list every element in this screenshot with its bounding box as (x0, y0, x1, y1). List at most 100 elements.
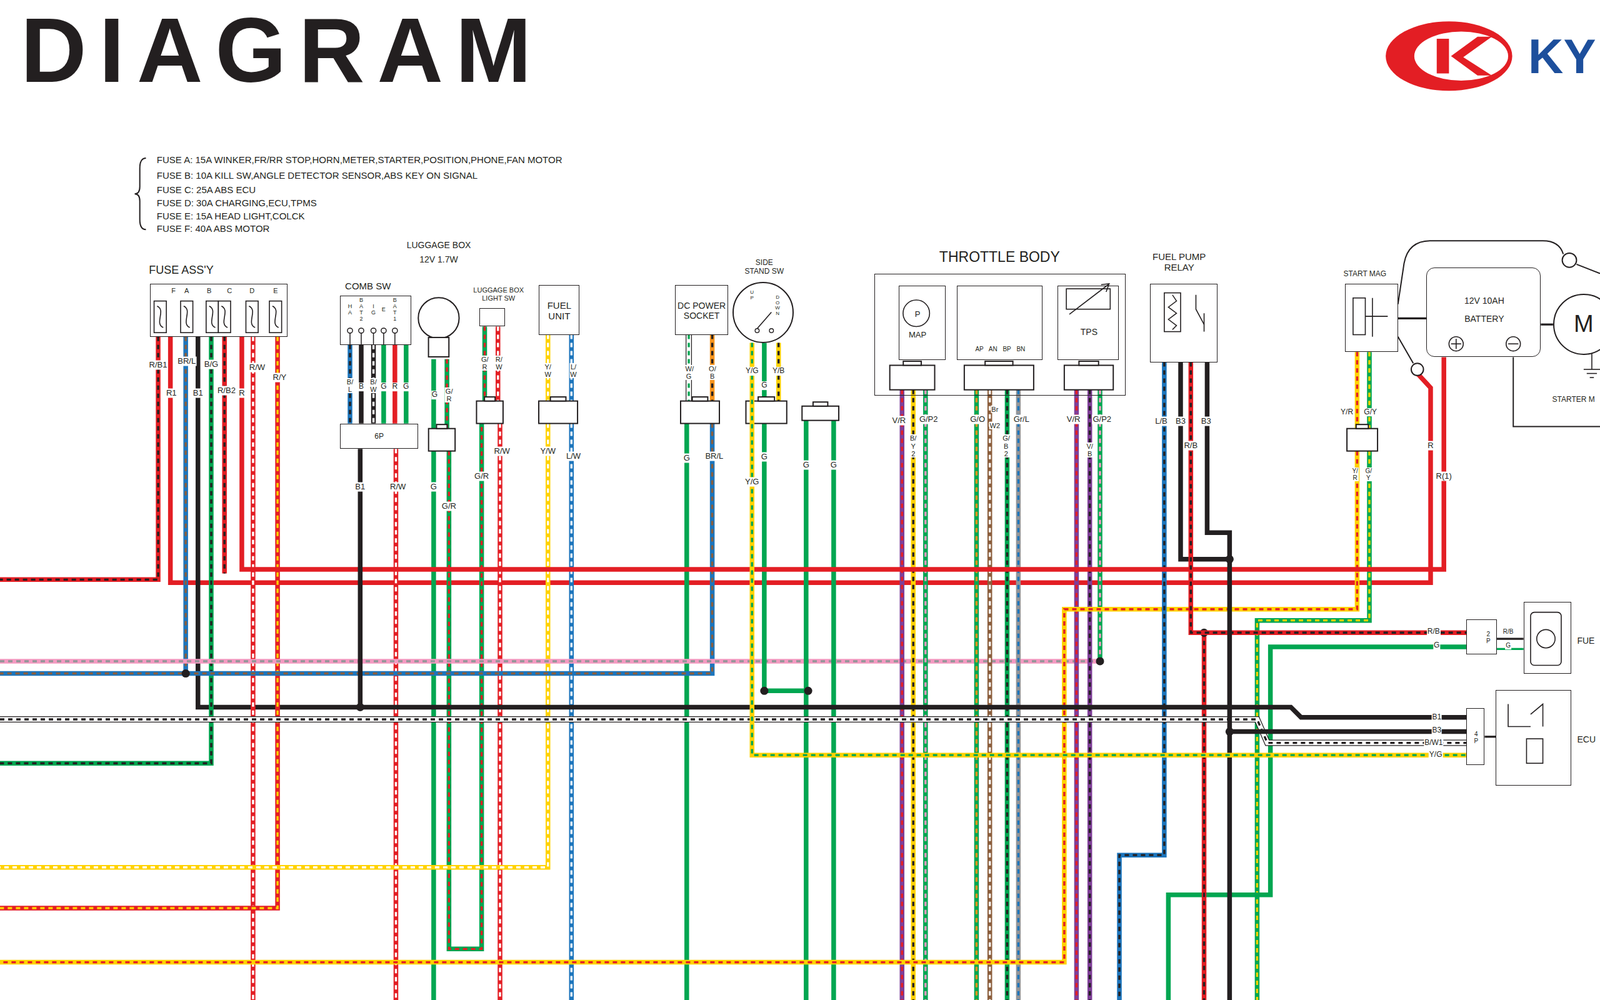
wire-code: B3 (1200, 416, 1212, 427)
logo-inner (1414, 31, 1509, 81)
wire-stripe (912, 390, 915, 1000)
switch-blade (756, 312, 772, 329)
wire (431, 451, 437, 1000)
connector-block: 2P (1466, 619, 1497, 655)
wire-connector (1190, 362, 1467, 634)
solenoid-contact (1365, 315, 1388, 317)
wire-code: HA (346, 303, 354, 317)
node-text: M (1573, 310, 1594, 339)
wire-stripe (0, 660, 1100, 662)
wire-code: R (238, 388, 245, 398)
wire-stripe (251, 336, 254, 1000)
wire-code: V/R (1066, 415, 1082, 425)
wire-code: R/B2 (216, 386, 237, 396)
wire-code: F (170, 286, 177, 295)
wire-code: R/W (495, 355, 504, 371)
switch-lead (373, 332, 375, 345)
ground-symbol (1583, 368, 1600, 370)
wire-stripe (223, 336, 225, 574)
wire-code: Y/B (771, 366, 785, 376)
wire-code: G/O (969, 415, 986, 425)
wire-code: R/B (1502, 628, 1515, 636)
wire (1484, 735, 1496, 738)
wire (0, 423, 549, 868)
wire (1097, 390, 1103, 662)
wire-connector (1540, 324, 1554, 325)
combination-switch: COMB SW (340, 295, 412, 345)
wire (360, 448, 1467, 717)
wire-code: G/P2 (1091, 415, 1112, 425)
wire (0, 336, 212, 764)
fuel-unit: FUEL UNIT (538, 285, 580, 335)
wire (0, 423, 713, 674)
node-text: THROTTLE BODY (939, 248, 1060, 265)
node-text: STARTER M (1552, 395, 1595, 405)
relay-contact (1203, 313, 1205, 332)
plus-sign (1455, 338, 1457, 349)
connector-latch (1356, 424, 1369, 429)
battery-cable (1398, 240, 1564, 304)
wire-code: R/B (1183, 441, 1199, 451)
ground-symbol (1591, 353, 1593, 370)
wire-stripe (1119, 362, 1165, 1000)
minus-sign (1508, 343, 1519, 345)
wire-code: IG (370, 303, 377, 317)
node-text: DC POWER SOCKET (676, 300, 726, 320)
connector-block: 4P (1466, 708, 1485, 765)
node-text: 2P (1485, 630, 1492, 645)
brace (135, 158, 147, 230)
wire-code: R(1) (1435, 471, 1453, 482)
wire-code: G/P2 (918, 415, 939, 425)
wire-code: R/Y (272, 373, 288, 383)
wire (1190, 362, 1467, 634)
connector-latch (813, 401, 829, 407)
wire-code: L/W (569, 363, 578, 379)
node-text: ECU (1576, 734, 1596, 745)
wire (1005, 390, 1010, 1000)
pressure-sensor-symbol (903, 300, 930, 327)
wire-code: V/B (1085, 442, 1094, 458)
wire-code: BAT2 (357, 298, 365, 324)
fuse-symbol (245, 301, 259, 334)
coil-winding (1168, 295, 1177, 330)
battery-cable (1398, 336, 1414, 364)
wire-code: R/W (493, 446, 511, 456)
wire-stripe (1017, 390, 1020, 1000)
power-socket: DC POWER SOCKET (675, 285, 728, 335)
node-text: FUE (1576, 635, 1595, 646)
ground-cable (1513, 356, 1600, 427)
wire-code: W/G (685, 365, 694, 380)
wire-code: B3 (1431, 726, 1442, 735)
diagram-title: DIAGRAM (20, 5, 545, 97)
wire-code: B/Y2 (909, 434, 918, 457)
wire-connector (1496, 638, 1524, 640)
switch-terminal (392, 328, 398, 334)
wire (764, 423, 809, 692)
wire-code: B/W (369, 378, 378, 394)
junction-dot (1095, 656, 1104, 665)
battery-terminal (1506, 336, 1521, 352)
wire (1206, 362, 1467, 732)
connector-latch (985, 361, 1013, 366)
fuse-note: FUSE B: 10A KILL SW,ANGLE DETECTOR SENSO… (156, 170, 479, 181)
wire-connector-housing (680, 401, 720, 424)
wire-stripe (1368, 351, 1370, 429)
wire-code: C (226, 286, 233, 295)
tps-sensor: TPS (1057, 285, 1119, 360)
solenoid-symbol (1353, 298, 1366, 335)
node-text: LUGGAGE BOX LIGHT SW (473, 286, 525, 303)
starter-motor: MSTARTER M (1553, 293, 1600, 355)
wire-code: E (272, 286, 279, 295)
wire-code: Gr/L (1013, 415, 1030, 425)
fuse-symbol (269, 301, 282, 334)
node-text: SIDE STAND SW (743, 258, 785, 277)
wire-connector (241, 336, 1444, 570)
wire (1016, 390, 1022, 1000)
wire-code: R/B (1426, 627, 1441, 637)
wire (0, 658, 1100, 664)
wire-stripe (498, 423, 501, 1000)
junction-dot (804, 686, 813, 695)
switch-terminal (370, 328, 376, 334)
